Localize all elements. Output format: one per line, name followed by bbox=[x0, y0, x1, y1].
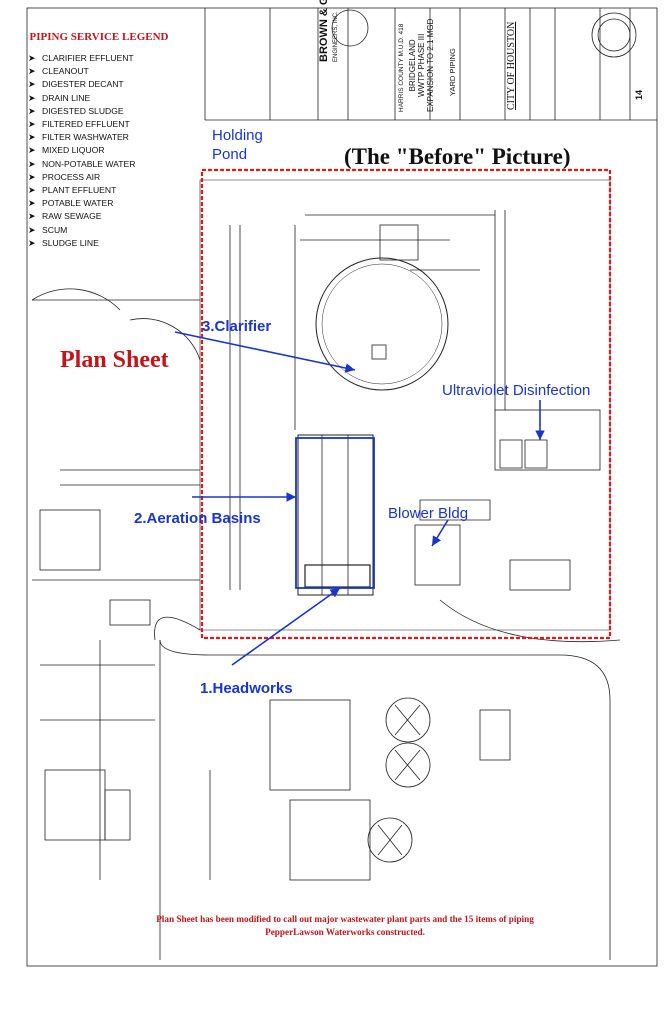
clarifier-label: 3.Clarifier bbox=[202, 318, 272, 335]
footer-line-2: PepperLawson Waterworks constructed. bbox=[265, 927, 425, 937]
blower-building bbox=[414, 524, 461, 586]
legend-item: ➤FILTERED EFFLUENT bbox=[28, 118, 188, 131]
chevron-right-icon: ➤ bbox=[28, 171, 36, 182]
before-picture-title: (The "Before" Picture) bbox=[344, 144, 571, 169]
chevron-right-icon: ➤ bbox=[28, 119, 36, 130]
chevron-right-icon: ➤ bbox=[28, 53, 36, 63]
legend-item: ➤POTABLE WATER bbox=[28, 197, 188, 210]
chevron-right-icon: ➤ bbox=[28, 79, 36, 90]
aeration-basins bbox=[297, 434, 374, 596]
legend-item: ➤MIXED LIQUOR bbox=[28, 144, 188, 157]
chevron-right-icon: ➤ bbox=[28, 185, 36, 196]
legend-item: ➤DRAIN LINE bbox=[28, 92, 188, 105]
clarifier-arrow bbox=[174, 331, 356, 373]
legend-item: ➤DIGESTER DECANT bbox=[28, 78, 188, 91]
footer-line-1: Plan Sheet has been modified to call out… bbox=[156, 914, 534, 924]
uv-disinfection-label: Ultraviolet Disinfection bbox=[442, 382, 591, 399]
blower-arrow bbox=[431, 519, 449, 547]
legend-item: ➤SLUDGE LINE bbox=[28, 237, 188, 250]
legend-item: ➤NON-POTABLE WATER bbox=[28, 158, 188, 171]
title-block-district: HARRIS COUNTY M.U.D. 418 bbox=[398, 23, 405, 112]
legend-item: ➤CLEANOUT bbox=[28, 65, 188, 78]
legend-item: ➤PLANT EFFLUENT bbox=[28, 184, 188, 197]
chevron-right-icon: ➤ bbox=[28, 224, 36, 235]
legend-title: PIPING SERVICE LEGEND bbox=[29, 31, 169, 43]
legend-item: ➤SCUM bbox=[28, 224, 188, 237]
footer-note: Plan Sheet has been modified to call out… bbox=[90, 913, 600, 939]
chevron-right-icon: ➤ bbox=[28, 211, 36, 222]
chevron-right-icon: ➤ bbox=[28, 105, 36, 116]
legend-item: ➤RAW SEWAGE bbox=[28, 210, 188, 223]
chevron-right-icon: ➤ bbox=[28, 66, 36, 77]
legend-item: ➤DIGESTED SLUDGE bbox=[28, 105, 188, 118]
blower-bldg-label: Blower Bldg bbox=[388, 505, 469, 522]
legend-item: ➤PROCESS AIR bbox=[28, 171, 188, 184]
piping-service-legend: PIPING SERVICE LEGEND ➤CLARIFIER EFFLUEN… bbox=[28, 30, 188, 250]
legend-list: ➤CLARIFIER EFFLUENT ➤CLEANOUT ➤DIGESTER … bbox=[28, 52, 188, 250]
legend-item: ➤FILTER WASHWATER bbox=[28, 131, 188, 144]
title-block-sheet-number: 14 bbox=[634, 89, 644, 100]
title-block-firm: BROWN & GAY bbox=[318, 0, 330, 62]
sheet-border bbox=[26, 7, 658, 967]
holding-pond-label: Holding Pond bbox=[212, 127, 263, 163]
chevron-right-icon: ➤ bbox=[28, 158, 36, 169]
clarifier-tank bbox=[315, 257, 449, 391]
engineer-seal bbox=[331, 9, 369, 47]
title-block-sheet-title: YARD PIPING bbox=[448, 48, 457, 96]
chevron-right-icon: ➤ bbox=[28, 132, 36, 143]
project-area-boundary bbox=[200, 168, 612, 640]
title-block-firm-sub: ENGINEERS, INC. bbox=[333, 11, 339, 62]
title-block-project: BRIDGELAND WWTP PHASE III EXPANSION TO 2… bbox=[408, 18, 435, 112]
chevron-right-icon: ➤ bbox=[28, 237, 36, 248]
chevron-right-icon: ➤ bbox=[28, 145, 36, 156]
chevron-right-icon: ➤ bbox=[28, 92, 36, 103]
plan-sheet-title: Plan Sheet bbox=[60, 347, 169, 373]
legend-item: ➤CLARIFIER EFFLUENT bbox=[28, 52, 188, 65]
chevron-right-icon: ➤ bbox=[28, 198, 36, 209]
aeration-basins-label: 2.Aeration Basins bbox=[134, 510, 261, 527]
uv-building bbox=[494, 409, 601, 471]
headworks-label: 1.Headworks bbox=[200, 680, 293, 697]
headworks-arrow bbox=[231, 587, 341, 666]
title-block-city: CITY OF HOUSTON bbox=[506, 21, 517, 110]
